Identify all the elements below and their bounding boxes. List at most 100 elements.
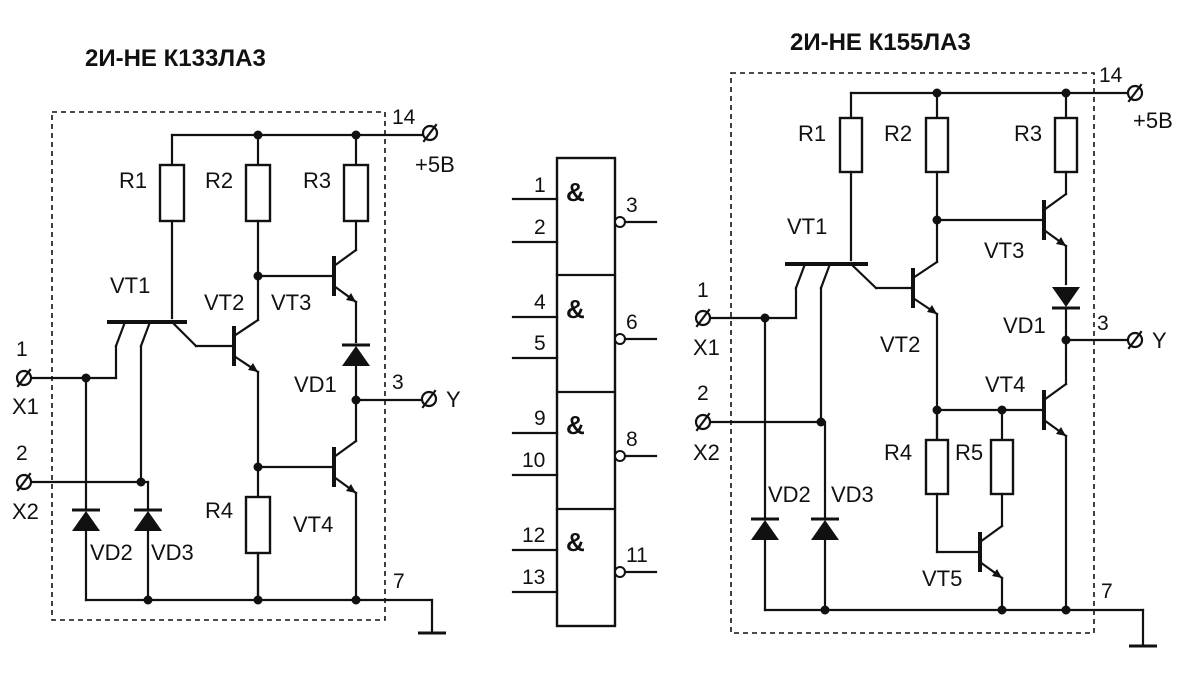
left-supply-label: +5В: [415, 152, 455, 177]
chip-gate-2: & 4 5 6: [511, 291, 658, 360]
left-diode-vd1: [342, 343, 370, 402]
right-input1-pin: 1: [697, 279, 709, 302]
gate-3-output-pin: 8: [626, 428, 638, 451]
chip-pinout: & 1 2 3 & 4 5 6 & 9 10: [511, 156, 658, 628]
right-resistor-r3: [1053, 116, 1079, 174]
left-input2-label: X2: [12, 499, 39, 524]
left-output-pin: 3: [392, 371, 404, 394]
left-package-outline: [51, 111, 386, 621]
right-input1-label: X1: [693, 335, 720, 360]
right-package-outline: [730, 72, 1095, 634]
right-transistor-vt3: [1042, 170, 1068, 286]
gate-3-input-a-pin: 9: [534, 407, 546, 430]
left-input2-pin: 2: [16, 442, 28, 465]
left-resistor-r4: [244, 495, 272, 555]
right-label-r5: R5: [955, 440, 983, 465]
gate-1-inverter-bubble: [614, 216, 626, 228]
left-resistor-r1: [158, 163, 186, 223]
gate-4-inverter-bubble: [614, 566, 626, 578]
right-label-vt2: VT2: [880, 332, 920, 357]
gate-4-output-pin: 11: [626, 544, 648, 567]
right-label-vd3: VD3: [831, 482, 874, 507]
left-diode-vd2: [72, 376, 100, 602]
left-label-vt2: VT2: [204, 290, 244, 315]
right-circuit: 2И-НЕ К155ЛА3 14 +5В R1 R2 R3: [693, 29, 1173, 648]
gate-4-input-b-pin: 13: [522, 566, 545, 589]
right-label-r1: R1: [798, 121, 826, 146]
left-label-r2: R2: [205, 168, 233, 193]
right-resistor-r2: [924, 116, 950, 174]
gate-1-output-pin: 3: [626, 194, 638, 217]
left-label-vt4: VT4: [293, 512, 333, 537]
right-label-vt4: VT4: [985, 372, 1025, 397]
gate-2-input-a-pin: 4: [534, 291, 546, 314]
left-label-r3: R3: [303, 168, 331, 193]
left-label-vd1: VD1: [294, 372, 337, 397]
left-transistor-vt3: [332, 219, 358, 344]
right-transistor-vt2: [911, 170, 939, 442]
right-label-vt3: VT3: [984, 238, 1024, 263]
right-input2-label: X2: [693, 440, 720, 465]
right-supply-label: +5В: [1133, 108, 1173, 133]
right-transistor-vt1: [704, 262, 878, 424]
right-resistor-r4: [924, 438, 950, 496]
gate-2-inverter-bubble: [614, 333, 626, 345]
right-resistor-r5: [989, 438, 1015, 496]
right-title: 2И-НЕ К155ЛА3: [790, 29, 971, 56]
left-input1-label: X1: [12, 394, 39, 419]
right-output-label: Y: [1152, 328, 1167, 353]
gate-4-input-a-pin: 12: [522, 524, 545, 547]
left-resistor-r2: [244, 163, 272, 223]
right-label-r2: R2: [884, 121, 912, 146]
gate-1-input-a-pin: 1: [534, 174, 546, 197]
left-label-vt3: VT3: [271, 290, 311, 315]
right-label-vd1: VD1: [1003, 313, 1046, 338]
right-resistor-r1: [838, 116, 864, 174]
left-label-vd2: VD2: [90, 540, 133, 565]
left-label-r4: R4: [205, 498, 233, 523]
right-supply-rail: [849, 83, 1144, 120]
gate-2-output-pin: 6: [626, 311, 638, 334]
right-supply-pin: 14: [1099, 64, 1123, 87]
chip-gate-1: & 1 2 3: [511, 174, 658, 244]
left-transistor-vt1: [26, 320, 198, 484]
left-output-label: Y: [446, 387, 461, 412]
gate-3-symbol: &: [566, 410, 585, 440]
right-diode-vd1: [1052, 287, 1080, 342]
left-label-r1: R1: [119, 168, 147, 193]
gate-4-symbol: &: [566, 527, 585, 557]
right-label-vt5: VT5: [922, 566, 962, 591]
left-ground-rail: [84, 551, 446, 635]
left-supply-rail: [170, 123, 439, 167]
gate-2-symbol: &: [566, 294, 585, 324]
right-input2-pin: 2: [697, 382, 709, 405]
right-diode-vd2: [751, 316, 779, 612]
right-label-vt1: VT1: [787, 214, 827, 239]
right-output-pin: 3: [1097, 312, 1109, 335]
right-ground-pin: 7: [1101, 580, 1113, 603]
left-input1-pin: 1: [16, 338, 28, 361]
left-circuit: 2И-НЕ К133ЛА3 14 +5В R1 R2 R3: [12, 45, 461, 635]
right-label-r3: R3: [1014, 121, 1042, 146]
chip-gate-3: & 9 10 8: [511, 407, 658, 477]
left-label-vt1: VT1: [110, 273, 150, 298]
left-ground-pin: 7: [393, 570, 405, 593]
gate-1-symbol: &: [566, 177, 585, 207]
left-transistor-vt4: [253, 398, 358, 602]
right-transistor-vt5: [935, 492, 1004, 612]
right-transistor-vt4: [932, 338, 1068, 612]
right-diode-vd3: [811, 420, 839, 612]
gate-3-inverter-bubble: [614, 450, 626, 462]
left-title: 2И-НЕ К133ЛА3: [85, 45, 266, 72]
right-ground-rail: [763, 605, 1157, 648]
gate-1-input-b-pin: 2: [534, 216, 546, 239]
left-resistor-r3: [342, 163, 370, 223]
left-diode-vd3: [134, 480, 162, 602]
left-label-vd3: VD3: [151, 540, 194, 565]
right-label-vd2: VD2: [768, 482, 811, 507]
gate-3-input-b-pin: 10: [522, 449, 545, 472]
left-supply-pin: 14: [392, 106, 416, 129]
gate-2-input-b-pin: 5: [534, 332, 546, 355]
chip-gate-4: & 12 13 11: [511, 524, 658, 594]
